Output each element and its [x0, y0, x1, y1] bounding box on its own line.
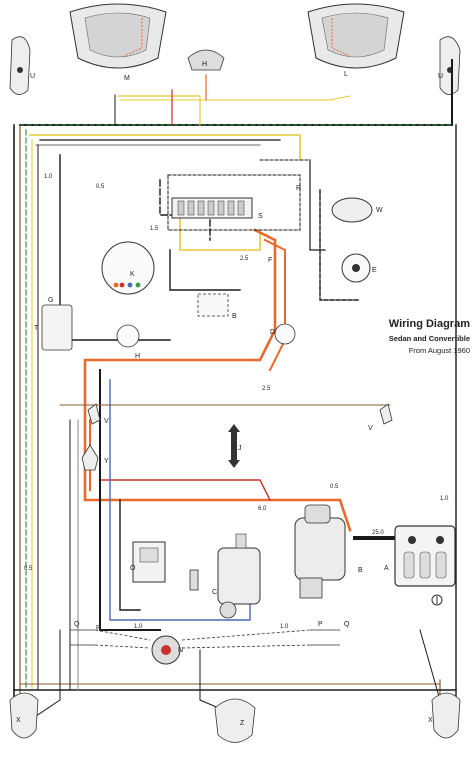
- gauge-label: 1.0: [134, 624, 143, 630]
- label-V: V: [104, 418, 109, 425]
- gauge-label: 2.5: [240, 256, 249, 262]
- ground-icon: [431, 594, 443, 606]
- turn-signal-front-left: [9, 36, 31, 95]
- label-T: T: [34, 325, 39, 332]
- label-J: J: [238, 445, 242, 452]
- spark-plugs-left: [70, 629, 151, 649]
- headlight-left: [69, 3, 167, 69]
- gauge-label: 1.5: [150, 226, 159, 232]
- generator: [217, 533, 261, 619]
- label-S: S: [258, 213, 263, 220]
- gauge-label: 0.5: [330, 484, 339, 490]
- diagram-title: Wiring Diagram: [388, 318, 470, 330]
- fuse-box: [171, 197, 253, 219]
- label-R: R: [296, 185, 301, 192]
- diagram-date: From August 1960: [408, 346, 470, 355]
- wiper-motor: [331, 197, 373, 223]
- label-P2: P: [318, 621, 323, 628]
- light-switch: [41, 304, 73, 351]
- label-Y: Y: [104, 458, 109, 465]
- gauge-label: 0.5: [24, 566, 33, 572]
- label-H1: H: [135, 353, 140, 360]
- label-O: O: [130, 565, 136, 572]
- headlight-right: [307, 3, 405, 69]
- label-Q: Q: [74, 621, 80, 628]
- label-L: L: [344, 71, 348, 78]
- label-X2: X: [428, 717, 433, 724]
- label-D: D: [270, 329, 275, 336]
- battery: [394, 525, 456, 587]
- label-C: C: [212, 589, 217, 596]
- gauge-label: 25.0: [372, 530, 384, 536]
- double-arrow-icon: [228, 424, 240, 468]
- label-V2: V: [368, 425, 373, 432]
- label-M: M: [124, 75, 130, 82]
- label-Q2: Q: [344, 621, 350, 628]
- side-marker-left: [87, 403, 101, 425]
- spark-plugs-right: [181, 629, 340, 649]
- license-plate-light: [214, 698, 256, 743]
- gauge-label: 1.0: [44, 174, 53, 180]
- connector-plug: [197, 293, 229, 317]
- gauge-label: 6.0: [258, 506, 267, 512]
- gauge-label: 1.0: [280, 624, 289, 630]
- turn-signal-switch: [341, 253, 371, 283]
- label-G: G: [48, 297, 53, 304]
- gauge-label: 2.5: [262, 386, 271, 392]
- label-H: H: [202, 61, 207, 68]
- label-Z: Z: [240, 720, 245, 727]
- ignition-coil: [189, 569, 199, 591]
- label-B2: B: [358, 567, 363, 574]
- tail-light-left: [9, 692, 39, 739]
- diagram-subtitle: Sedan and Convertible: [388, 334, 470, 343]
- dome-light: [81, 444, 99, 471]
- label-W: W: [376, 207, 383, 214]
- label-N: N: [178, 647, 183, 654]
- tail-light-right: [431, 692, 461, 739]
- label-X: X: [16, 717, 21, 724]
- horn: [187, 49, 225, 71]
- dimmer-relay: [274, 323, 296, 345]
- speedometer-cluster: [101, 241, 155, 295]
- label-P: P: [96, 625, 101, 632]
- gauge-label: 1.0: [440, 496, 449, 502]
- label-U: U: [30, 73, 35, 80]
- wire-harness: [13, 59, 457, 721]
- label-B: B: [232, 313, 237, 320]
- horn-button: [116, 324, 140, 348]
- voltage-regulator: [132, 541, 166, 583]
- label-E: E: [372, 267, 377, 274]
- turn-signal-front-right: [439, 36, 461, 95]
- distributor: [151, 635, 181, 665]
- side-marker-right: [379, 403, 393, 425]
- label-F: F: [268, 257, 272, 264]
- label-U-right: U: [438, 73, 443, 80]
- gauge-label: 0.5: [96, 184, 105, 190]
- label-A: A: [384, 565, 389, 572]
- starter-motor: [294, 504, 346, 599]
- label-K: K: [130, 271, 135, 278]
- diagram-title-block: Wiring Diagram Sedan and Convertible Fro…: [352, 318, 470, 355]
